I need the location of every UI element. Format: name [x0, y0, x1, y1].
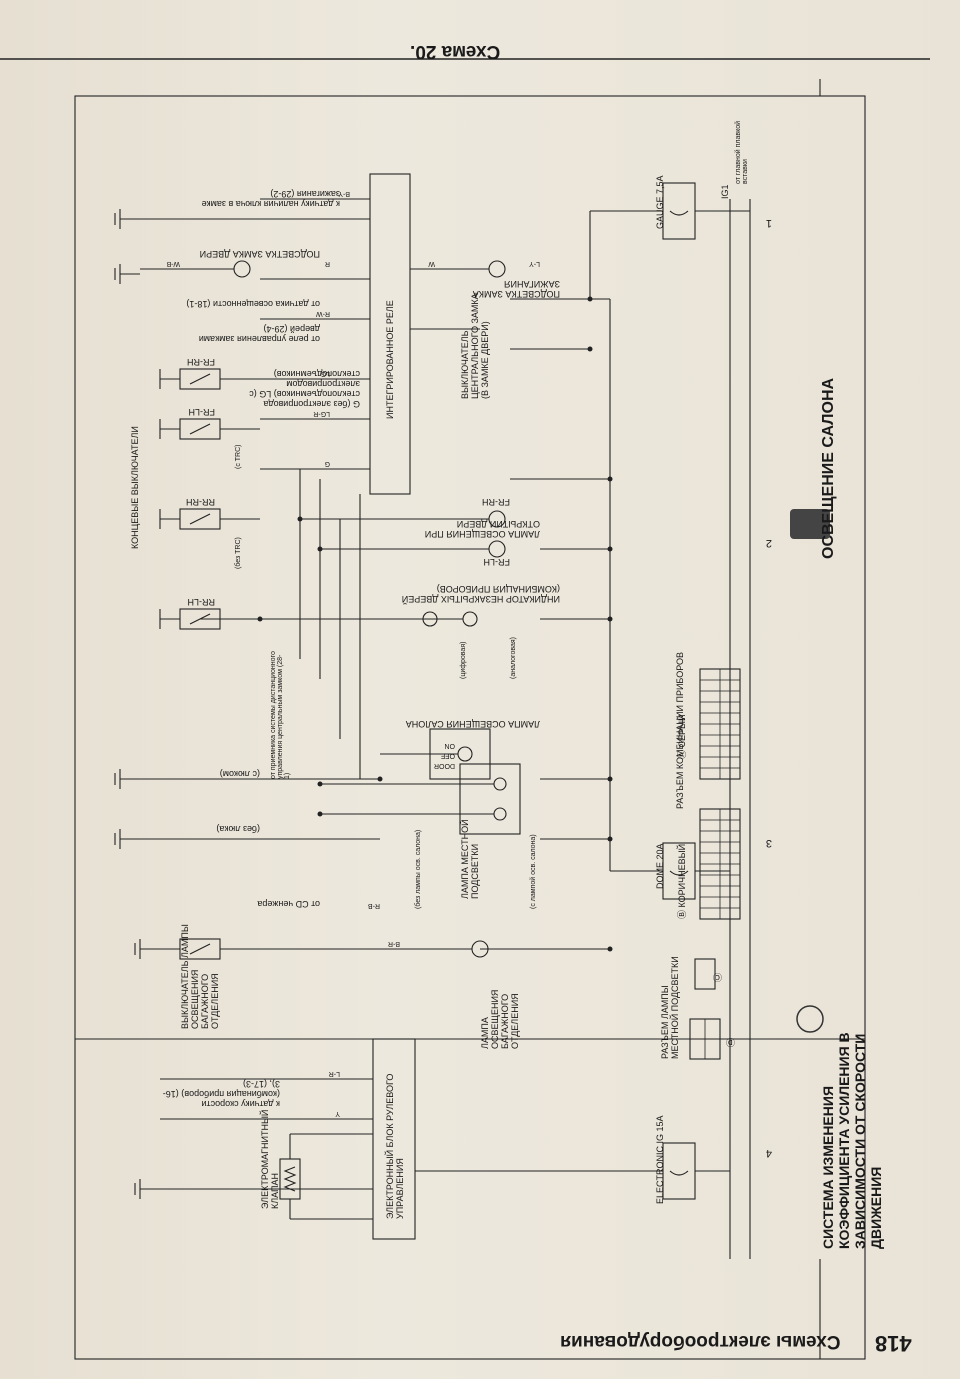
- trunk-lamp-label: ЛАМПА ОСВЕЩЕНИЯ БАГАЖНОГО ОТДЕЛЕНИЯ: [480, 989, 520, 1049]
- remote-label: от приемника системы дистанционного упра…: [270, 651, 291, 779]
- fuse-gauge-label: GAUGE 7,5A: [655, 175, 665, 229]
- switch-rr-lh-label: RR-LH: [187, 597, 215, 607]
- logo-icon: [796, 1005, 824, 1033]
- column-1: 1: [765, 217, 772, 229]
- wire-code: R-B: [367, 902, 380, 909]
- ig1-label: IG1: [720, 184, 730, 199]
- windows-label: G (без электропривода стеклоподъемников)…: [249, 369, 360, 409]
- map-lamp-label: ЛАМПА МЕСТНОЙ ПОДСВЕТКИ: [460, 819, 480, 899]
- wire-code: L-R: [328, 1070, 340, 1077]
- column-2: 2: [765, 537, 772, 549]
- fuse-electronic: [662, 1142, 696, 1200]
- valve-label: ЭЛЕКТРОМАГНИТНЫЙ КЛАПАН: [260, 1109, 280, 1209]
- switch-rr-rh-label: RR-RH: [186, 497, 215, 507]
- wire-code: W: [428, 260, 435, 267]
- connector-d-label: Ⓓ: [725, 1037, 735, 1047]
- switch-fr-rh-label: FR-RH: [187, 357, 215, 367]
- fuse-dome-label: DOME 20A: [655, 843, 665, 889]
- speed-label: к датчику скорости (комбинация приборов)…: [162, 1079, 280, 1109]
- page-number: 418: [875, 1331, 912, 1356]
- sunroof-label: (с люком): [219, 769, 260, 779]
- column-3: 3: [765, 837, 772, 849]
- ign-light-lamp: [488, 260, 506, 278]
- door-lock-light: [233, 260, 251, 278]
- relay-label: ИНТЕГРИРОВАННОЕ РЕЛЕ: [385, 300, 395, 419]
- with-room-label: (с лампой осв. салона): [530, 834, 537, 909]
- connector-map-label: РАЗЪЕМ ЛАМПЫ МЕСТНОЙ ПОДСВЕТКИ: [660, 956, 680, 1059]
- door-lamp-fr-lh: [488, 540, 506, 558]
- room-lamp-label: ЛАМПА ОСВЕЩЕНИЯ САЛОНА: [405, 719, 540, 729]
- column-4: 4: [765, 1147, 772, 1159]
- connector-c: [694, 958, 716, 990]
- trunk-switch-label: ВЫКЛЮЧАТЕЛЬ ЛАМПЫ ОСВЕЩЕНИЯ БАГАЖНОГО ОТ…: [180, 924, 220, 1029]
- wire-code: LG: [320, 370, 330, 377]
- door-lock-light-label: ПОДСВЕТКА ЗАМКА ДВЕРИ: [199, 249, 320, 259]
- door-switches-label: КОНЦЕВЫЕ ВЫКЛЮЧАТЕЛИ: [130, 426, 140, 549]
- wire-code: Y: [335, 1110, 340, 1117]
- ign-light-label: ПОДСВЕТКА ЗАМКА ЗАЖИГАНИЯ: [472, 279, 560, 299]
- on-pos-label: ON: [444, 742, 456, 749]
- switch-fr-lh-label: FR-LH: [188, 407, 216, 417]
- analog-label: (аналоговая): [510, 637, 517, 679]
- without-trc-label: (без TRC): [235, 537, 242, 569]
- ecu-label: ЭЛЕКТРОННЫЙ БЛОК РУЛЕВОГО УПРАВЛЕНИЯ: [385, 1073, 405, 1219]
- section-steering: СИСТЕМА ИЗМЕНЕНИЯ КОЭФФИЦИЕНТА УСИЛЕНИЯ …: [820, 1032, 884, 1249]
- key-sensor-label: к датчику наличия ключа в замке зажигани…: [201, 189, 340, 209]
- wire-code: W-B: [166, 260, 180, 267]
- door-pos-label: DOOR: [434, 762, 455, 769]
- relay-block: [369, 173, 411, 495]
- light-sensor-label: от датчика освещенности (18-1): [186, 299, 320, 309]
- fuse-gauge: [662, 182, 696, 240]
- source-label: от главной плавкой вставки: [735, 120, 749, 184]
- wire-code: R-W: [316, 310, 330, 317]
- fuse-electronic-label: ELECTRONIC IG 15A: [655, 1115, 665, 1204]
- wire-code: B-R: [387, 940, 400, 947]
- wire-code: B-Y: [338, 190, 350, 197]
- wire-code: R: [324, 260, 330, 267]
- connector-a2-label: РАЗЪЕМ КОМБИНАЦИИ ПРИБОРОВ: [675, 651, 685, 809]
- wire-code: G: [324, 460, 330, 467]
- lock-relay-label: от реле управления замками дверей (29-4): [198, 324, 320, 344]
- scheme-title: Схема 20.: [410, 41, 501, 62]
- off-pos-label: OFF: [441, 752, 455, 759]
- with-trc-label: (с TRC): [235, 444, 242, 470]
- diagram-frame: [74, 95, 866, 1360]
- page-footer: Схемы электрооборудования: [560, 1331, 841, 1352]
- ajar-label: ИНДИКАТОР НЕЗАКРЫТЫХ ДВЕРЕЙ (КОМБИНАЦИЯ …: [401, 584, 560, 604]
- ecu-block: [372, 1038, 416, 1240]
- connector-c-label: Ⓒ: [712, 972, 722, 982]
- wire-code: L-Y: [529, 260, 540, 267]
- no-sunroof-label: (без люка): [216, 824, 260, 834]
- lamp-fr-rh-label: FR-RH: [482, 497, 510, 507]
- without-room-label: (без лампы осв. салона): [415, 829, 422, 909]
- valve-box: [279, 1158, 301, 1200]
- unlock-switch-label: ВЫКЛЮЧАТЕЛЬ ЦЕНТРАЛЬНОГО ЗАМКА (В ЗАМКЕ …: [460, 293, 490, 399]
- section-interior: ОСВЕЩЕНИЕ САЛОНА: [820, 377, 837, 559]
- wire-code: LG-R: [313, 410, 330, 417]
- connector-b-label: Ⓑ КОРИЧНЕВЫЙ: [677, 843, 687, 919]
- door-lamp-label: ЛАМПА ОСВЕЩЕНИЯ ПРИ ОТКРЫТИИ ДВЕРИ: [424, 519, 540, 539]
- cd-label: от CD ченжера: [257, 899, 320, 909]
- lamp-fr-lh-label: FR-LH: [483, 557, 511, 567]
- digital-label: (цифровая): [460, 641, 467, 679]
- car-icon: [790, 509, 830, 539]
